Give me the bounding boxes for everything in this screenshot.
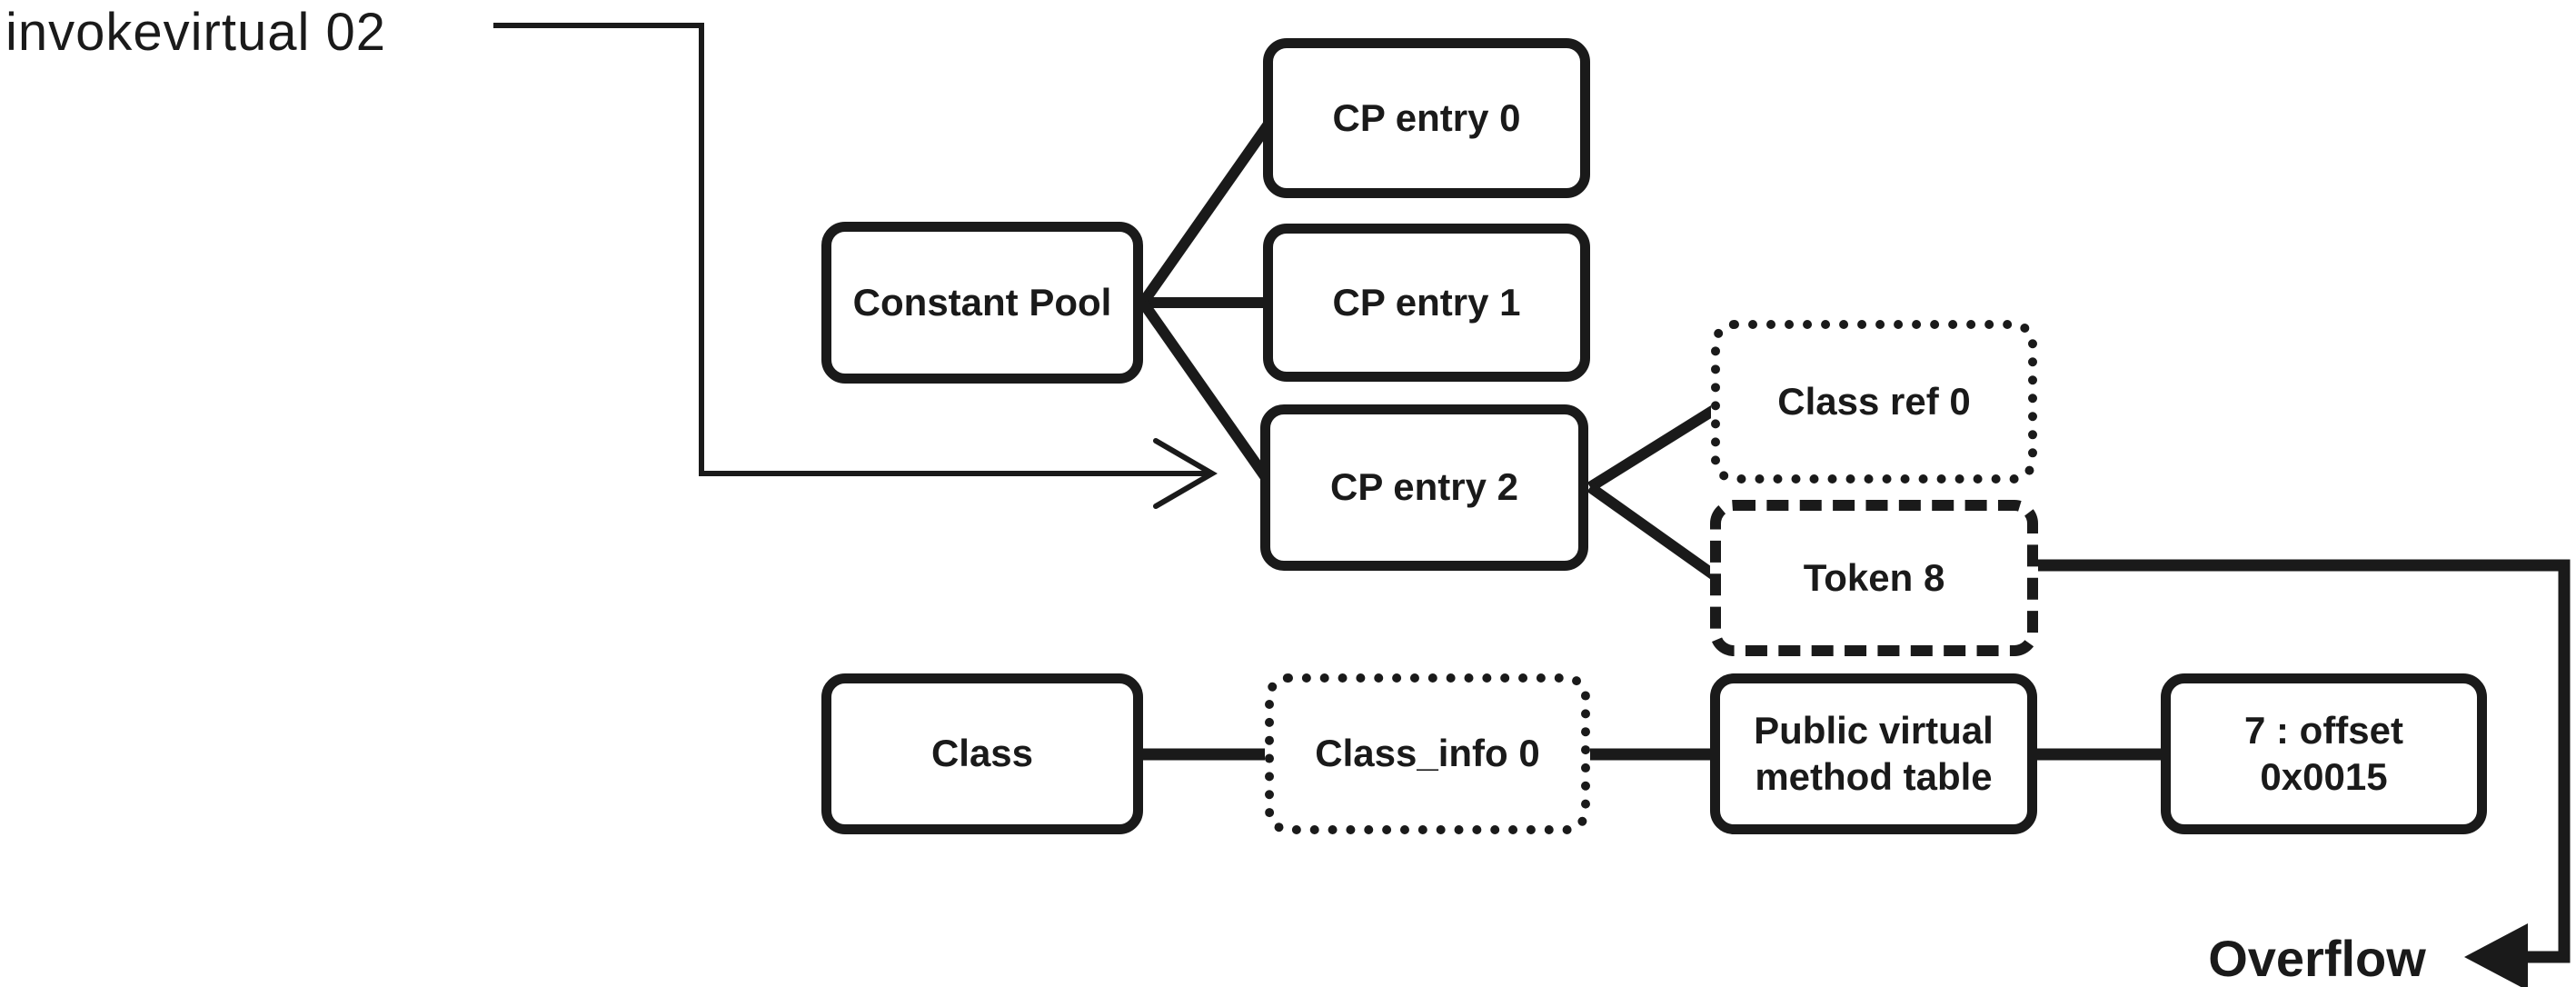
cp-entry-2-box: CP entry 2: [1260, 404, 1588, 571]
constant-pool-label: Constant Pool: [852, 280, 1112, 324]
token-8-label: Token 8: [1803, 555, 1945, 599]
offset-entry-box: 7 : offset 0x0015: [2161, 673, 2487, 834]
offset-entry-label-line1: 7 : offset: [2243, 709, 2403, 753]
overflow-label: Overflow: [2208, 930, 2426, 987]
cp-entry-1-box: CP entry 1: [1263, 224, 1590, 382]
class-ref-0-box: Class ref 0: [1711, 320, 2037, 484]
cp-entry-0-box: CP entry 0: [1263, 38, 1590, 198]
invokevirtual-arrowhead-icon: [1153, 438, 1218, 509]
cp-entry-0-label: CP entry 0: [1332, 95, 1521, 139]
class-info-0-box: Class_info 0: [1265, 673, 1590, 834]
token-8-box: Token 8: [1710, 500, 2038, 656]
connector-cp-entry-2-to-token-8: [1586, 483, 1719, 581]
connector-constant-pool-to-cp-entry-2: [1139, 299, 1269, 480]
class-label: Class: [930, 732, 1034, 775]
overflow-arrowhead-icon: [2464, 923, 2528, 987]
connector-token-8-to-overflow: [2035, 559, 2571, 963]
invokevirtual-arrow-line: [493, 23, 1210, 476]
public-virtual-method-table-label-line1: Public virtual: [1754, 709, 1994, 753]
public-virtual-method-table-box: Public virtual method table: [1710, 673, 2037, 834]
class-ref-0-label: Class ref 0: [1777, 379, 1971, 423]
instruction-label: invokevirtual 02: [5, 3, 386, 62]
class-box: Class: [821, 673, 1143, 834]
cp-entry-2-label: CP entry 2: [1330, 465, 1518, 509]
constant-pool-box: Constant Pool: [821, 222, 1143, 384]
public-virtual-method-table-label-line2: method table: [1755, 754, 1993, 798]
offset-entry-label-line2: 0x0015: [2260, 754, 2388, 798]
connector-cp-entry-2-to-class-ref-0: [1586, 404, 1719, 493]
class-info-0-label: Class_info 0: [1315, 732, 1540, 775]
connector-constant-pool-to-cp-entry-0: [1139, 122, 1272, 306]
cp-entry-1-label: CP entry 1: [1332, 280, 1521, 324]
